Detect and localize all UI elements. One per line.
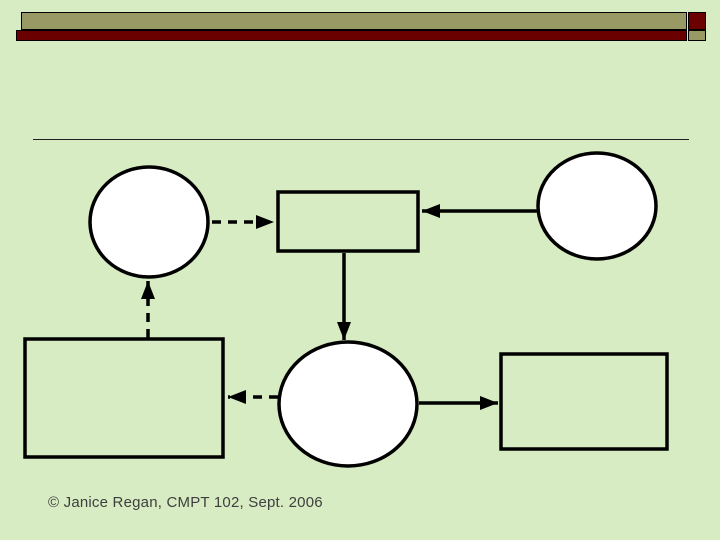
header-bar-olive — [21, 12, 687, 30]
diagram-edges — [141, 204, 539, 410]
circle-bottom-center — [277, 340, 419, 468]
circle-top-right — [536, 151, 658, 261]
circle-top-left — [88, 165, 210, 279]
rect-top-center — [276, 190, 420, 253]
rect-bottom-left — [23, 337, 225, 459]
header-accent-square-maroon — [688, 12, 706, 30]
header-bar-maroon — [16, 30, 687, 41]
footer-copyright: © Janice Regan, CMPT 102, Sept. 2006 — [48, 494, 323, 511]
rect-bottom-right — [499, 352, 669, 451]
diagram-nodes — [23, 151, 669, 468]
header-accent-square-olive — [688, 30, 706, 41]
title-underline — [33, 139, 689, 140]
